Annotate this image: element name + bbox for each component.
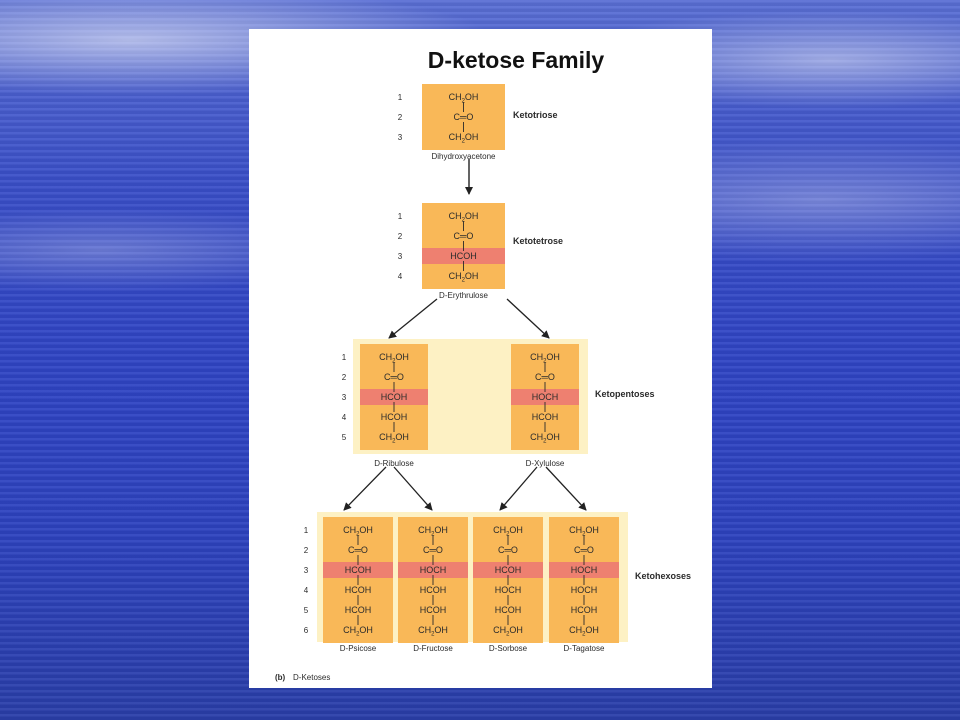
slide-title: D-ketose Family [428, 47, 605, 73]
ketotetrose-carbon-number-4: 4 [398, 272, 403, 281]
ketotriose-carbon-number-1: 1 [398, 93, 403, 102]
d-xylulose-name: D-Xylulose [526, 459, 565, 468]
arrow-xylulose-to-tagatose [545, 466, 587, 511]
ketopentoses-carbon-number-2: 2 [342, 373, 347, 382]
ketotriose-carbon-number-3: 3 [398, 133, 403, 142]
d-sorbose-row-1: CH2OH [493, 525, 523, 538]
dihydroxyacetone-name: Dihydroxyacetone [431, 152, 496, 161]
ketohexoses-label: Ketohexoses [635, 571, 691, 581]
arrow-tetrose-to-xylulose [506, 298, 550, 339]
d-sorbose-row-2: C═O [498, 545, 518, 555]
ketopentoses-carbon-number-5: 5 [342, 433, 347, 442]
arrow-ribulose-to-psicose [343, 466, 387, 511]
ketohexoses-carbon-number-3: 3 [304, 566, 309, 575]
d-tagatose-row-4: HOCH [571, 585, 598, 595]
d-psicose-structure: CH2OH C═O HCOH HCOH HCOH CH2OH [323, 517, 393, 643]
d-erythrulose-row-3: HCOH [450, 251, 477, 261]
ketohexoses-carbon-number-5: 5 [304, 606, 309, 615]
d-fructose-highlight-band [398, 562, 468, 578]
arrow-tetrose-to-ribulose [388, 298, 438, 339]
dihydroxyacetone-box [422, 84, 505, 150]
d-fructose-row-1: CH2OH [418, 525, 448, 538]
d-sorbose-highlight-band [473, 562, 543, 578]
d-sorbose-row-6: CH2OH [493, 625, 523, 638]
d-psicose-row-1: CH2OH [343, 525, 373, 538]
d-xylulose-row-3: HOCH [532, 392, 559, 402]
d-psicose-row-4: HCOH [345, 585, 372, 595]
dihydroxyacetone-row-2: C═O [454, 112, 474, 122]
d-tagatose-name: D-Tagatose [564, 644, 605, 653]
ketopentoses-carbon-number-4: 4 [342, 413, 347, 422]
d-fructose-row-4: HCOH [420, 585, 447, 595]
d-tagatose-structure: CH2OH C═O HOCH HOCH HCOH CH2OH [549, 517, 619, 643]
d-ribulose-row-4: HCOH [381, 412, 408, 422]
d-xylulose-row-2: C═O [535, 372, 555, 382]
ketohexoses-carbon-number-1: 1 [304, 526, 309, 535]
d-tagatose-row-3: HOCH [571, 565, 598, 575]
ketopentoses-label: Ketopentoses [595, 389, 655, 399]
d-tagatose-row-5: HCOH [571, 605, 598, 615]
d-ribulose-row-2: C═O [384, 372, 404, 382]
d-ribulose-row-5: CH2OH [379, 432, 409, 445]
d-psicose-name: D-Psicose [340, 644, 377, 653]
d-ribulose-row-3: HCOH [381, 392, 408, 402]
d-fructose-name: D-Fructose [413, 644, 453, 653]
d-xylulose-row-4: HCOH [532, 412, 559, 422]
ketohexoses-carbon-number-2: 2 [304, 546, 309, 555]
d-psicose-highlight-band [323, 562, 393, 578]
ketotetrose-label: Ketotetrose [513, 236, 563, 246]
d-sorbose-row-3: HCOH [495, 565, 522, 575]
d-xylulose-structure: CH2OH C═O HOCH HCOH CH2OH [511, 344, 579, 450]
d-fructose-row-3: HOCH [420, 565, 447, 575]
d-erythrulose-row-1: CH2OH [449, 211, 479, 224]
d-tagatose-row-2: C═O [574, 545, 594, 555]
ketopentoses-carbon-number-3: 3 [342, 393, 347, 402]
d-ribulose-name: D-Ribulose [374, 459, 414, 468]
ketotriose-label: Ketotriose [513, 110, 558, 120]
d-sorbose-structure: CH2OH C═O HCOH HOCH HCOH CH2OH [473, 517, 543, 643]
d-fructose-row-5: HCOH [420, 605, 447, 615]
dihydroxyacetone-row-1: CH2OH [449, 92, 479, 105]
ketohexoses-carbon-number-6: 6 [304, 626, 309, 635]
d-psicose-row-6: CH2OH [343, 625, 373, 638]
d-psicose-row-5: HCOH [345, 605, 372, 615]
d-erythrulose-highlight-band [422, 248, 505, 264]
d-xylulose-highlight-band [511, 389, 579, 405]
d-xylulose-row-1: CH2OH [530, 352, 560, 365]
d-ribulose-structure: CH2OH C═O HCOH HCOH CH2OH [360, 344, 428, 450]
d-fructose-row-6: CH2OH [418, 625, 448, 638]
ketotetrose-carbon-number-2: 2 [398, 232, 403, 241]
dihydroxyacetone-row-3: CH2OH [449, 132, 479, 145]
d-tagatose-row-6: CH2OH [569, 625, 599, 638]
dihydroxyacetone-structure: CH2OH C═O CH2OH [422, 84, 505, 150]
d-psicose-row-3: HCOH [345, 565, 372, 575]
ketopentoses-carbon-number-1: 1 [342, 353, 347, 362]
d-sorbose-row-4: HOCH [495, 585, 522, 595]
arrow-ribulose-to-fructose [393, 466, 433, 511]
d-sorbose-name: D-Sorbose [489, 644, 528, 653]
d-ribulose-row-1: CH2OH [379, 352, 409, 365]
arrow-xylulose-to-sorbose [499, 466, 538, 511]
d-erythrulose-name: D-Erythrulose [439, 291, 488, 300]
d-fructose-row-2: C═O [423, 545, 443, 555]
d-ribulose-highlight-band [360, 389, 428, 405]
d-xylulose-row-5: CH2OH [530, 432, 560, 445]
d-erythrulose-row-4: CH2OH [449, 271, 479, 284]
d-erythrulose-structure: CH2OH C═O HCOH CH2OH [422, 203, 505, 289]
d-erythrulose-row-2: C═O [454, 231, 474, 241]
figure-caption-text: D-Ketoses [293, 673, 330, 682]
ketohexoses-carbon-number-4: 4 [304, 586, 309, 595]
ketose-family-diagram: D-ketose Family CH2OHC═OCH2OH123Dihydrox… [275, 47, 691, 682]
d-psicose-row-2: C═O [348, 545, 368, 555]
ketotetrose-carbon-number-3: 3 [398, 252, 403, 261]
d-tagatose-highlight-band [549, 562, 619, 578]
figure-caption-label: (b) [275, 673, 286, 682]
d-tagatose-row-1: CH2OH [569, 525, 599, 538]
d-fructose-structure: CH2OH C═O HOCH HCOH HCOH CH2OH [398, 517, 468, 643]
d-sorbose-row-5: HCOH [495, 605, 522, 615]
ketotriose-carbon-number-2: 2 [398, 113, 403, 122]
ketotetrose-carbon-number-1: 1 [398, 212, 403, 221]
